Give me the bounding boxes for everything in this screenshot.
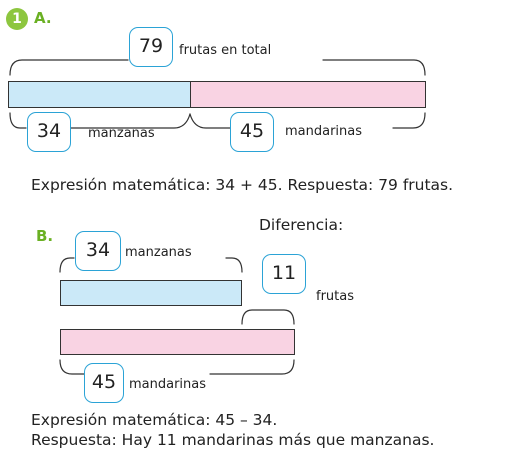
total-label: frutas en total bbox=[179, 43, 272, 58]
top-label: manzanas bbox=[125, 245, 192, 260]
apples-bracket-left bbox=[9, 112, 27, 129]
section-a-label: A. bbox=[34, 9, 52, 27]
apples-bracket-right bbox=[67, 113, 191, 129]
difference-label: frutas bbox=[316, 289, 354, 304]
section-b-label: B. bbox=[36, 227, 54, 245]
top-value-box: 34 bbox=[75, 231, 121, 271]
bottom-bracket-left bbox=[59, 359, 85, 375]
mandarins-bar bbox=[190, 81, 426, 108]
difference-value-box: 11 bbox=[262, 254, 306, 294]
exercise-number-badge: 1 bbox=[6, 8, 28, 30]
diff-bracket bbox=[241, 309, 295, 325]
section-a-expression: Expresión matemática: 34 + 45. Respuesta… bbox=[31, 176, 454, 194]
apples-bar bbox=[8, 81, 191, 108]
apples-label: manzanas bbox=[88, 126, 155, 141]
apples-value-box: 34 bbox=[27, 112, 71, 152]
difference-heading: Diferencia: bbox=[259, 216, 344, 234]
total-bracket-left bbox=[9, 59, 129, 76]
mandarins-value-box: 45 bbox=[230, 112, 274, 152]
top-bracket-right bbox=[225, 257, 243, 273]
total-bracket-right bbox=[322, 59, 426, 76]
bottom-value-box: 45 bbox=[84, 363, 124, 403]
section-b-expression: Expresión matemática: 45 – 34. bbox=[31, 411, 278, 429]
total-value-box: 79 bbox=[129, 27, 173, 67]
bottom-bracket-right bbox=[209, 359, 295, 375]
mandarins-bracket-left bbox=[189, 113, 231, 129]
apples-bar-b bbox=[60, 280, 242, 306]
mandarins-bar-b bbox=[60, 329, 295, 355]
section-b-answer: Respuesta: Hay 11 mandarinas más que man… bbox=[31, 431, 435, 449]
bottom-label: mandarinas bbox=[129, 377, 207, 392]
mandarins-bracket-right bbox=[392, 112, 426, 129]
top-bracket-left bbox=[59, 257, 75, 273]
mandarins-label: mandarinas bbox=[285, 124, 363, 139]
